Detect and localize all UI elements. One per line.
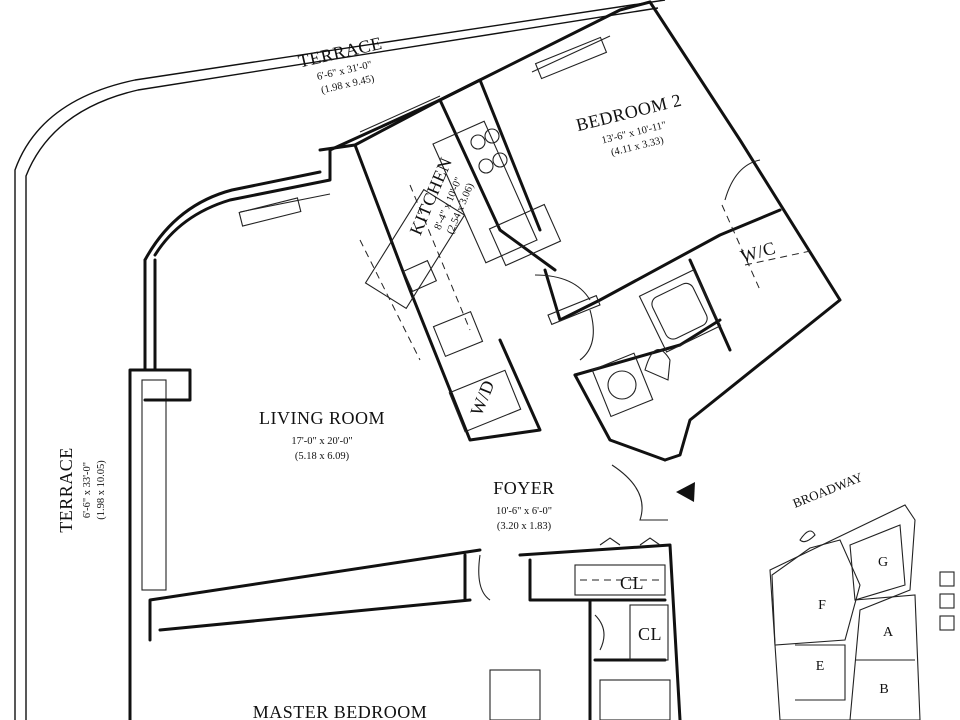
foyer-metric: (3.20 x 1.83) bbox=[497, 521, 552, 532]
terrace-left-metric: (1.98 x 10.05) bbox=[96, 460, 107, 520]
foyer-name: FOYER bbox=[493, 478, 555, 498]
living-room-dims: 17'-0" x 20'-0" bbox=[291, 436, 352, 447]
terrace-left-dims: 6'-6" x 33'-0" bbox=[82, 462, 93, 518]
living-room-name: LIVING ROOM bbox=[259, 408, 385, 428]
master-bedroom-name: MASTER BEDROOM bbox=[253, 702, 428, 720]
door-swings bbox=[478, 159, 761, 651]
exterior-walls bbox=[128, 0, 842, 720]
key-block-b: B bbox=[879, 682, 888, 697]
key-block-e: E bbox=[816, 659, 825, 674]
terrace-railing bbox=[14, 0, 666, 720]
foyer-label: FOYER 10'-6" x 6'-0" (3.20 x 1.83) bbox=[493, 478, 555, 532]
terrace-left-label: TERRACE 6'-6" x 33'-0" (1.98 x 10.05) bbox=[56, 447, 107, 533]
kitchen-counters bbox=[364, 120, 562, 433]
closet-1-label: CL bbox=[620, 573, 644, 593]
closet-2-label: CL bbox=[638, 624, 662, 644]
wd-label: W/D bbox=[466, 377, 498, 418]
north-arrow-icon bbox=[799, 530, 816, 543]
entry-arrow-icon bbox=[676, 482, 695, 502]
terrace-left-name: TERRACE bbox=[56, 447, 76, 533]
key-block-f: F bbox=[818, 598, 826, 613]
key-plan: BROADWAY G F A E B bbox=[769, 469, 955, 720]
terrace-top-label: TERRACE 6'-6" x 31'-0" (1.98 x 9.45) bbox=[296, 33, 384, 96]
key-block-a: A bbox=[883, 625, 894, 640]
living-room-metric: (5.18 x 6.09) bbox=[295, 451, 350, 462]
interior-walls bbox=[148, 78, 782, 720]
key-plan-street-label: BROADWAY bbox=[791, 469, 866, 511]
bathroom-fixtures bbox=[489, 269, 722, 720]
closet-rods bbox=[359, 184, 816, 661]
wc-label: W/C bbox=[738, 237, 778, 266]
living-room-label: LIVING ROOM 17'-0" x 20'-0" (5.18 x 6.09… bbox=[259, 408, 385, 462]
bedroom2-label: BEDROOM 2 13'-6" x 10'-11" (4.11 x 3.33) bbox=[574, 90, 684, 159]
foyer-dims: 10'-6" x 6'-0" bbox=[496, 506, 552, 517]
key-block-g: G bbox=[878, 555, 888, 570]
